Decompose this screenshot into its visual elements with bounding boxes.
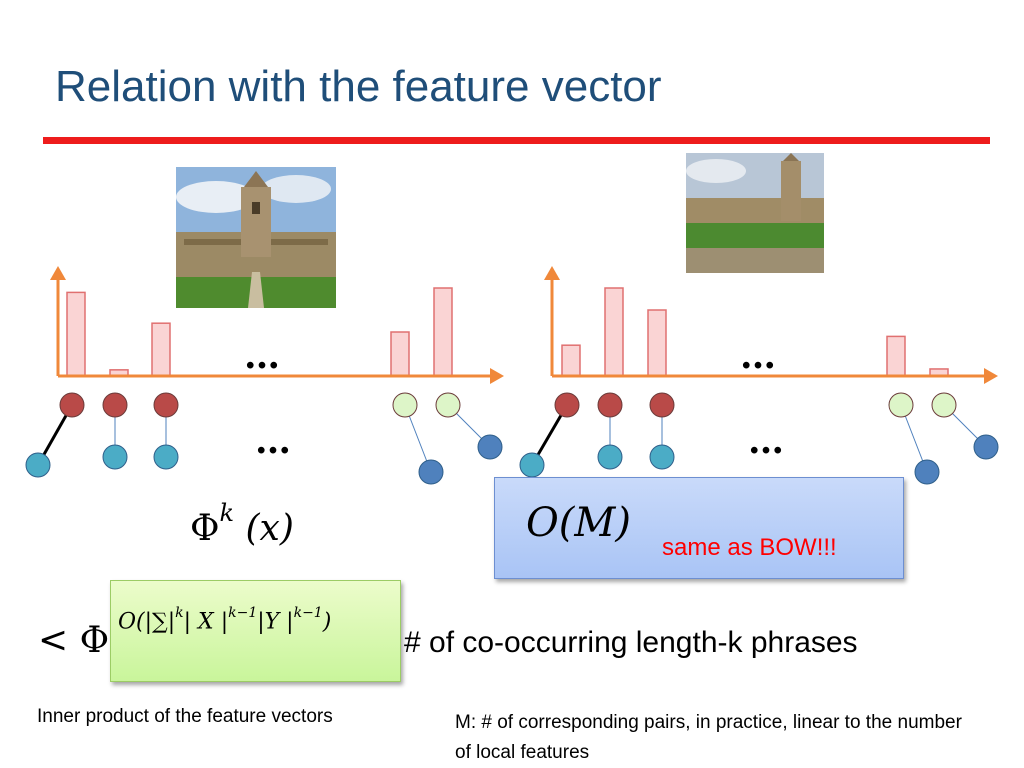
phrase-complexity-formula: O(|∑|k| X |k−1|Y |k−1) xyxy=(118,605,332,635)
histogram-left xyxy=(25,266,504,485)
feature-node xyxy=(649,444,675,470)
feature-node xyxy=(25,452,51,478)
feature-node xyxy=(914,459,940,485)
ellipsis-nodes-left: … xyxy=(255,420,293,462)
college-photo-right xyxy=(686,153,824,273)
formula-close: ) xyxy=(322,609,332,635)
ellipsis-bars-right: … xyxy=(740,335,778,377)
slide-title: Relation with the feature vector xyxy=(55,62,662,111)
feature-node xyxy=(554,392,580,418)
m-definition-note: M: # of corresponding pairs, in practice… xyxy=(455,712,962,763)
histogram-bar xyxy=(886,335,906,377)
formula-k: k xyxy=(175,605,184,621)
y-axis-arrow xyxy=(50,266,66,280)
y-axis-arrow xyxy=(544,266,560,280)
histogram-bar xyxy=(433,287,453,377)
feature-node xyxy=(888,392,914,418)
phi-symbol: Φ xyxy=(190,508,220,549)
bow-complexity-box xyxy=(494,477,904,579)
histogram-bar xyxy=(604,287,624,377)
feature-node xyxy=(597,392,623,418)
formula-open: O(|∑| xyxy=(118,609,176,635)
cooccurring-phrases-text: # of co-occurring length-k phrases xyxy=(404,626,858,659)
phi-argument: (x) xyxy=(245,508,294,549)
feature-node xyxy=(973,434,999,460)
x-axis-arrow xyxy=(490,368,504,384)
feature-node xyxy=(519,452,545,478)
histogram-bar xyxy=(390,331,410,377)
feature-node xyxy=(392,392,418,418)
histogram-bar xyxy=(151,322,171,377)
feature-node xyxy=(597,444,623,470)
phi-exponent: k xyxy=(219,499,235,527)
formula-y: |Y | xyxy=(257,609,294,635)
same-as-bow-note: same as BOW!!! xyxy=(662,534,837,561)
phrase-complexity-box xyxy=(110,580,401,682)
phi-k-formula: Φk (x) xyxy=(190,499,294,549)
histogram-bar xyxy=(647,309,667,377)
inner-product-prefix: < Φ xyxy=(38,620,110,661)
feature-node xyxy=(153,392,179,418)
ellipsis-nodes-right: … xyxy=(748,420,786,462)
feature-node xyxy=(153,444,179,470)
feature-node xyxy=(931,392,957,418)
formula-km1-x: k−1 xyxy=(228,605,258,621)
title-underline xyxy=(43,137,990,144)
feature-node xyxy=(59,392,85,418)
feature-node xyxy=(435,392,461,418)
histogram-right xyxy=(519,266,999,485)
om-formula: O(M) xyxy=(526,500,631,546)
inner-product-note: Inner product of the feature vectors xyxy=(37,706,333,727)
x-axis-arrow xyxy=(984,368,998,384)
feature-node xyxy=(102,444,128,470)
ellipsis-bars-left: … xyxy=(244,335,282,377)
college-photo-left xyxy=(176,167,336,308)
histogram-bar xyxy=(66,291,86,377)
feature-node xyxy=(477,434,503,460)
feature-node xyxy=(418,459,444,485)
formula-km1-y: k−1 xyxy=(293,605,323,621)
feature-node xyxy=(102,392,128,418)
feature-node xyxy=(649,392,675,418)
histogram-bar xyxy=(561,344,581,377)
formula-x: | X | xyxy=(183,609,229,635)
